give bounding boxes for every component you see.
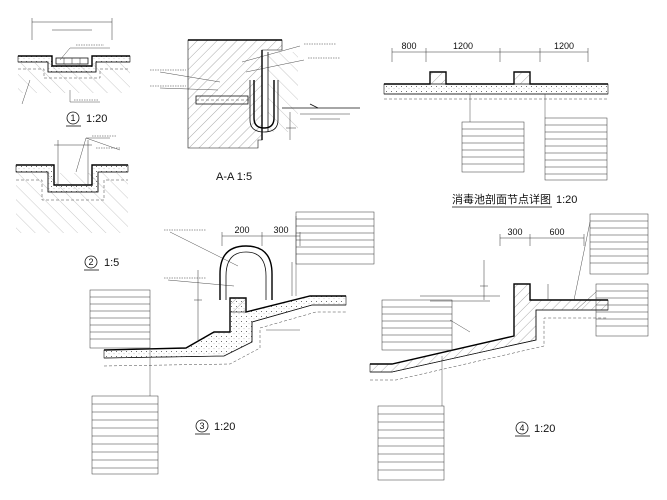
detail-2-title: 2 1:5 (84, 255, 119, 271)
main-title: 消毒池剖面节点详图 1:20 (452, 192, 577, 208)
main-title-text: 消毒池剖面节点详图 (452, 192, 551, 206)
main-title-scale: 1:20 (556, 194, 577, 206)
detail-1-number: 1 (70, 113, 75, 123)
detail-3-notes-top (295, 211, 375, 265)
detail-1-drawing (17, 18, 131, 105)
d3-dim-b: 300 (273, 225, 288, 235)
detail-3-drawing: 200 300 (103, 216, 347, 396)
detail-4-scale: 1:20 (534, 423, 555, 435)
detail-4-notes-right (589, 213, 649, 337)
detail-3-notes-left (89, 289, 151, 349)
top-right-notes-right (544, 117, 608, 181)
detail-4-notes-bottom (377, 405, 445, 481)
d3-dim-a: 200 (234, 225, 249, 235)
top-dim-c: 1200 (554, 41, 574, 51)
top-dim-a: 800 (401, 41, 416, 51)
top-right-section-drawing: 800 1200 1200 (383, 41, 609, 122)
section-aa-title: A-A 1:5 (216, 171, 252, 183)
d4-dim-a: 300 (507, 227, 522, 237)
detail-4-title: 4 1:20 (515, 421, 555, 437)
detail-3-number: 3 (199, 421, 204, 431)
detail-2-number: 2 (88, 257, 93, 267)
d4-dim-b: 600 (549, 227, 564, 237)
detail-3-notes-bottom (91, 395, 159, 475)
section-aa-drawing (150, 39, 360, 149)
top-dim-b: 1200 (453, 41, 473, 51)
detail-2-drawing (15, 135, 129, 233)
detail-3-title: 3 1:20 (195, 419, 235, 435)
detail-1-title: 1 1:20 (66, 111, 107, 127)
detail-1-scale: 1:20 (86, 113, 107, 125)
detail-2-scale: 1:5 (104, 257, 119, 269)
detail-4-number: 4 (519, 423, 524, 433)
top-right-notes-left (461, 121, 525, 173)
detail-3-scale: 1:20 (214, 421, 235, 433)
detail-4-notes-mid (381, 299, 453, 351)
detail-4-drawing: 300 600 (369, 221, 609, 406)
